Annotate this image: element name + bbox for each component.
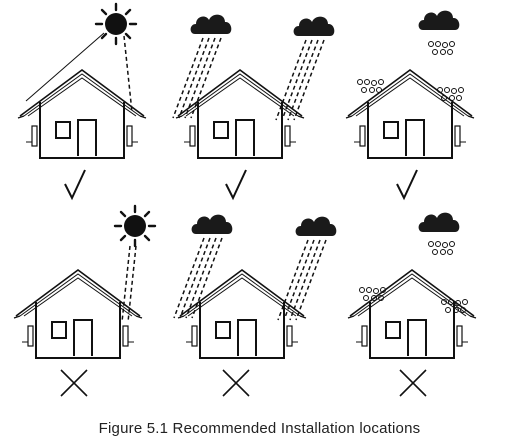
snowflake-icons [428,241,455,255]
panel-rain-cross [173,214,337,397]
snowflake-icons [428,41,455,55]
rain-cloud-icon [190,14,232,34]
sun-ray-dashed [127,245,137,323]
snow-cloud-icon [418,212,460,232]
cross-icon [60,369,88,397]
sun-ray-dashed [123,35,133,113]
cross-icon [399,369,427,397]
sun-ray-line [25,32,105,102]
house-icon [13,269,143,359]
house-icon [17,69,147,159]
panel-sun-cross [13,204,157,397]
check-icon [225,169,247,199]
sun-icon [94,2,138,46]
snowflake-icons [357,79,384,93]
house-icon [347,269,477,359]
sun-icon [113,204,157,248]
rain-cloud-icon [293,16,335,36]
snow-cloud-icon [418,10,460,30]
rain-cloud-icon [295,216,337,236]
panel-snow-check [345,10,475,199]
check-icon [64,169,86,199]
figure-caption: Figure 5.1 Recommended Installation loca… [98,420,421,437]
sun-ray-dashed [121,245,131,323]
panel-rain-check [172,14,335,199]
cross-icon [222,369,250,397]
panel-snow-cross [347,212,477,397]
panel-sun-check [17,2,147,199]
rain-cloud-icon [191,214,233,234]
check-icon [396,169,418,199]
